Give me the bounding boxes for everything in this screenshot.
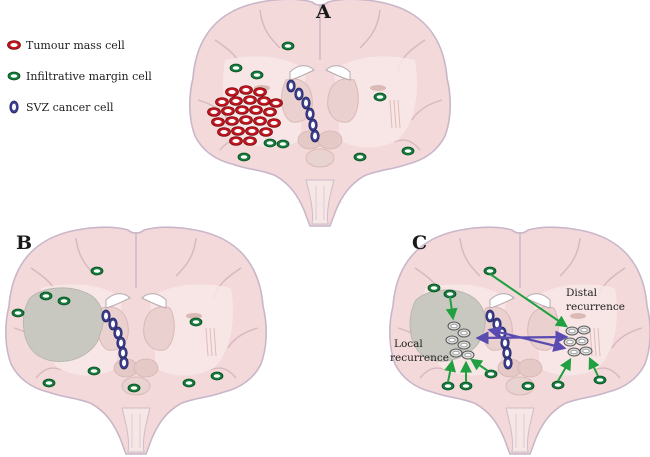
distal-label-line2: recurrence — [566, 301, 625, 313]
panel-b-label: B — [16, 232, 32, 254]
legend-tumour-label: Tumour mass cell — [26, 39, 125, 52]
infiltrative-margin-cell-icon — [7, 71, 21, 81]
panel-c-label: C — [412, 232, 427, 254]
distal-label-line1: Distal — [566, 287, 598, 299]
legend-infiltrative-label: Infiltrative margin cell — [26, 70, 152, 83]
local-label-line1: Local — [394, 338, 423, 350]
svz-cancer-cell-icon — [9, 100, 19, 114]
purple-svz-arrows — [475, 326, 569, 352]
legend-svz-label: SVZ cancer cell — [26, 101, 114, 114]
legend: Tumour mass cell Infiltrative margin cel… — [7, 39, 152, 114]
panel-c: C — [388, 226, 650, 455]
panel-b: B — [4, 226, 268, 455]
panel-a: A — [188, 0, 452, 227]
tumour-mass-cell-icon — [7, 40, 21, 50]
resection-cavity — [23, 287, 104, 363]
panel-a-label: A — [315, 1, 331, 23]
distal-recurrence-cluster — [563, 325, 593, 357]
green-migration-arrows — [444, 273, 600, 383]
local-label-line2: recurrence — [390, 352, 449, 364]
